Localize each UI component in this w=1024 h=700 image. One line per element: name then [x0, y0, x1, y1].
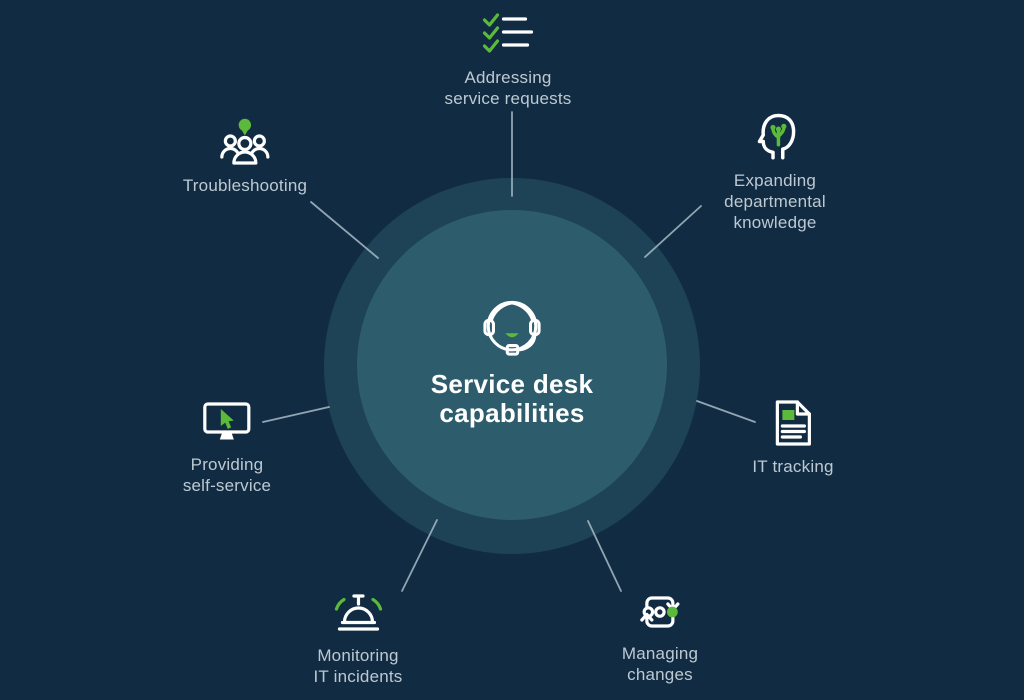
team-chat-icon: [220, 118, 270, 165]
hub-outer-circle: Service desk capabilities: [324, 178, 700, 554]
node-label: IT tracking: [752, 457, 834, 476]
node-providing-self-service: Providing self-service: [183, 400, 271, 496]
node-managing-changes: Managing changes: [622, 588, 698, 685]
node-addressing-service-requests: Addressing service requests: [445, 12, 572, 109]
hub-inner-circle: [357, 210, 667, 520]
node-label: Monitoring IT incidents: [313, 646, 403, 686]
connector-line: [696, 400, 756, 423]
headset-agent-icon: [483, 300, 541, 356]
service-bell-icon: [334, 594, 382, 631]
monitor-cursor-icon: [203, 402, 251, 440]
document-icon: [775, 400, 811, 446]
connector-line: [262, 406, 330, 423]
head-knowledge-icon: [757, 113, 796, 160]
node-label: Providing self-service: [182, 455, 272, 495]
node-label: Troubleshooting: [182, 176, 308, 195]
node-it-tracking: IT tracking: [752, 398, 833, 477]
hub-title: Service desk capabilities: [430, 369, 594, 428]
node-label: Addressing service requests: [444, 68, 572, 108]
node-monitoring-it-incidents: Monitoring IT incidents: [313, 589, 402, 687]
change-cycle-icon: [640, 596, 680, 628]
node-troubleshooting: Troubleshooting: [183, 117, 307, 196]
node-label: Managing changes: [621, 644, 699, 684]
checklist-icon: [483, 13, 534, 53]
node-label: Expanding departmental knowledge: [724, 171, 826, 232]
node-expanding-departmental-knowledge: Expanding departmental knowledge: [724, 109, 826, 233]
